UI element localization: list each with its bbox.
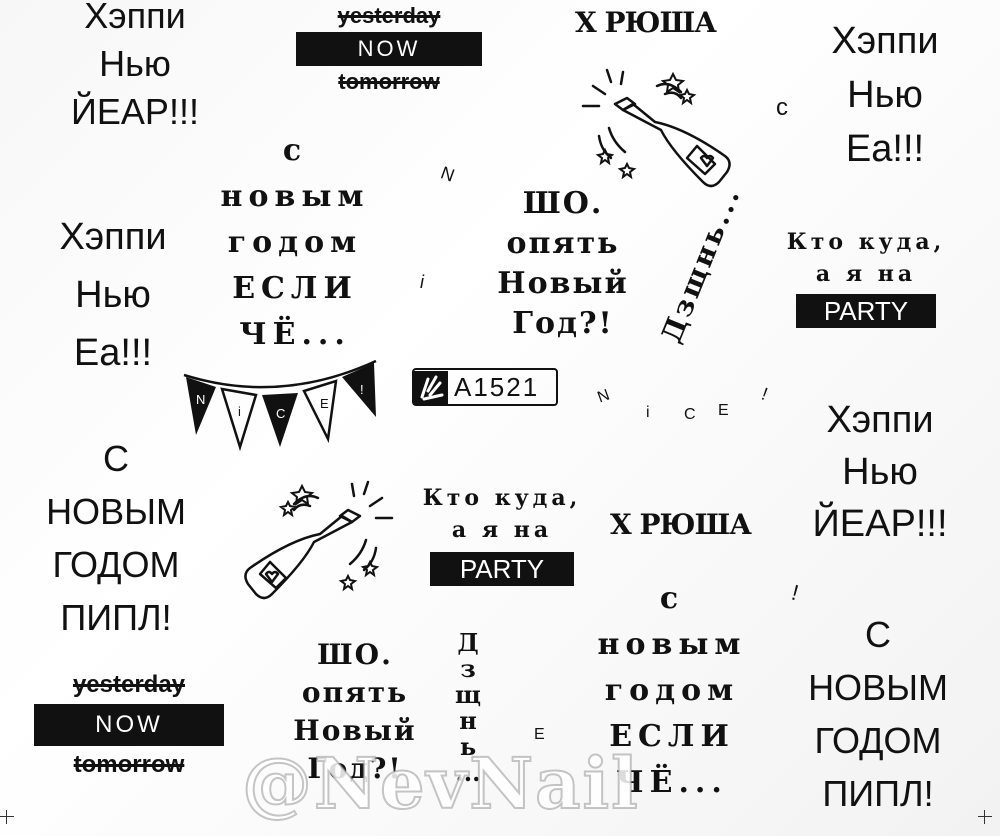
star-icon [360,559,380,578]
now-label: NOW [296,32,482,66]
party-label: PARTY [796,294,936,328]
nice-letter-n: N [595,386,612,407]
dzyn-sticker: Дзщнь... [654,181,748,348]
nice-letter-excl: ! [758,383,771,405]
tomorrow-text: tomorrow [73,751,185,778]
s-novym-godom-esli-che-sticker: с новым годом ЕСЛИ ЧЁ... [220,133,370,352]
dzyn-vertical-sticker: Д з щ н ь ... [455,628,481,787]
hand-icon [414,370,448,404]
kto-kuda-text: Кто куда, а я на [786,229,946,287]
sho-opyat-novyi-god-sticker: ШО. опять Новый Год?! [497,186,629,341]
star-icon [289,483,315,507]
star-icon [677,87,697,106]
license-plate-icon: A1521 [412,368,558,406]
kto-kuda-party-sticker: Кто куда, а я на PARTY [414,482,590,586]
stray-exclamation: ! [788,579,802,606]
champagne-bottle-icon [581,68,731,188]
happy-new-year-sticker: Хэппи Нью ЙЕАР!!! [812,399,948,545]
stray-letter-c: c [776,94,788,121]
flag-letter-n: N [196,392,206,407]
nice-letter-i: i [646,404,650,421]
stray-letter-e: E [534,726,545,743]
bunting-flags-icon [183,359,377,452]
x-rusha-sticker: Х РЮША [610,508,752,541]
flag-letter-c: C [276,406,286,421]
yesterday-text: yesterday [337,3,441,28]
yesterday-now-tomorrow-sticker: yesterday NOW tomorrow [34,670,224,780]
crop-mark-bottom-right [978,810,992,824]
champagne-bottle-icon [244,480,394,600]
kto-kuda-text: Кто куда, а я на [422,485,582,543]
tomorrow-text: tomorrow [338,69,440,94]
flag-letter-i: i [238,404,241,419]
s-novym-godom-pipl-sticker: С НОВЫМ ГОДОМ ПИПЛ! [808,614,948,814]
happy-new-ea-sticker: Хэппи Нью Еа!!! [831,20,939,170]
watermark-text: @NevNail [241,741,640,826]
yesterday-text: yesterday [72,671,186,698]
flag-letter-e: E [320,396,329,411]
star-icon [595,147,615,166]
star-icon [617,161,637,180]
happy-new-year-sticker: Хэппи Нью ЙЕАР!!! [71,0,199,132]
x-rusha-sticker: Х РЮША [575,6,717,39]
stray-letter-n: N [438,162,458,186]
star-icon [338,573,358,592]
kto-kuda-party-sticker: Кто куда, а я на PARTY [778,226,954,328]
sho-opyat-novyi-god-sticker: ШО. опять Новый Год?! [293,638,417,785]
nice-letter-e: E [718,402,729,419]
now-label: NOW [34,704,224,746]
star-icon [660,71,686,95]
stray-letter-i: i [420,272,424,292]
nice-letter-c: C [684,406,696,423]
happy-new-ea-sticker: Хэппи Нью Еа!!! [59,216,167,374]
star-icon [278,499,298,518]
party-label: PARTY [430,552,574,586]
s-novym-godom-pipl-sticker: С НОВЫМ ГОДОМ ПИПЛ! [46,438,186,638]
flag-letter-excl: ! [360,382,364,397]
crop-mark-bottom-left [0,810,14,824]
plate-number: A1521 [454,371,540,402]
yesterday-now-tomorrow-sticker: yesterday NOW tomorrow [296,2,482,96]
s-novym-godom-esli-che-sticker: с новым годом ЕСЛИ ЧЁ... [597,581,747,800]
